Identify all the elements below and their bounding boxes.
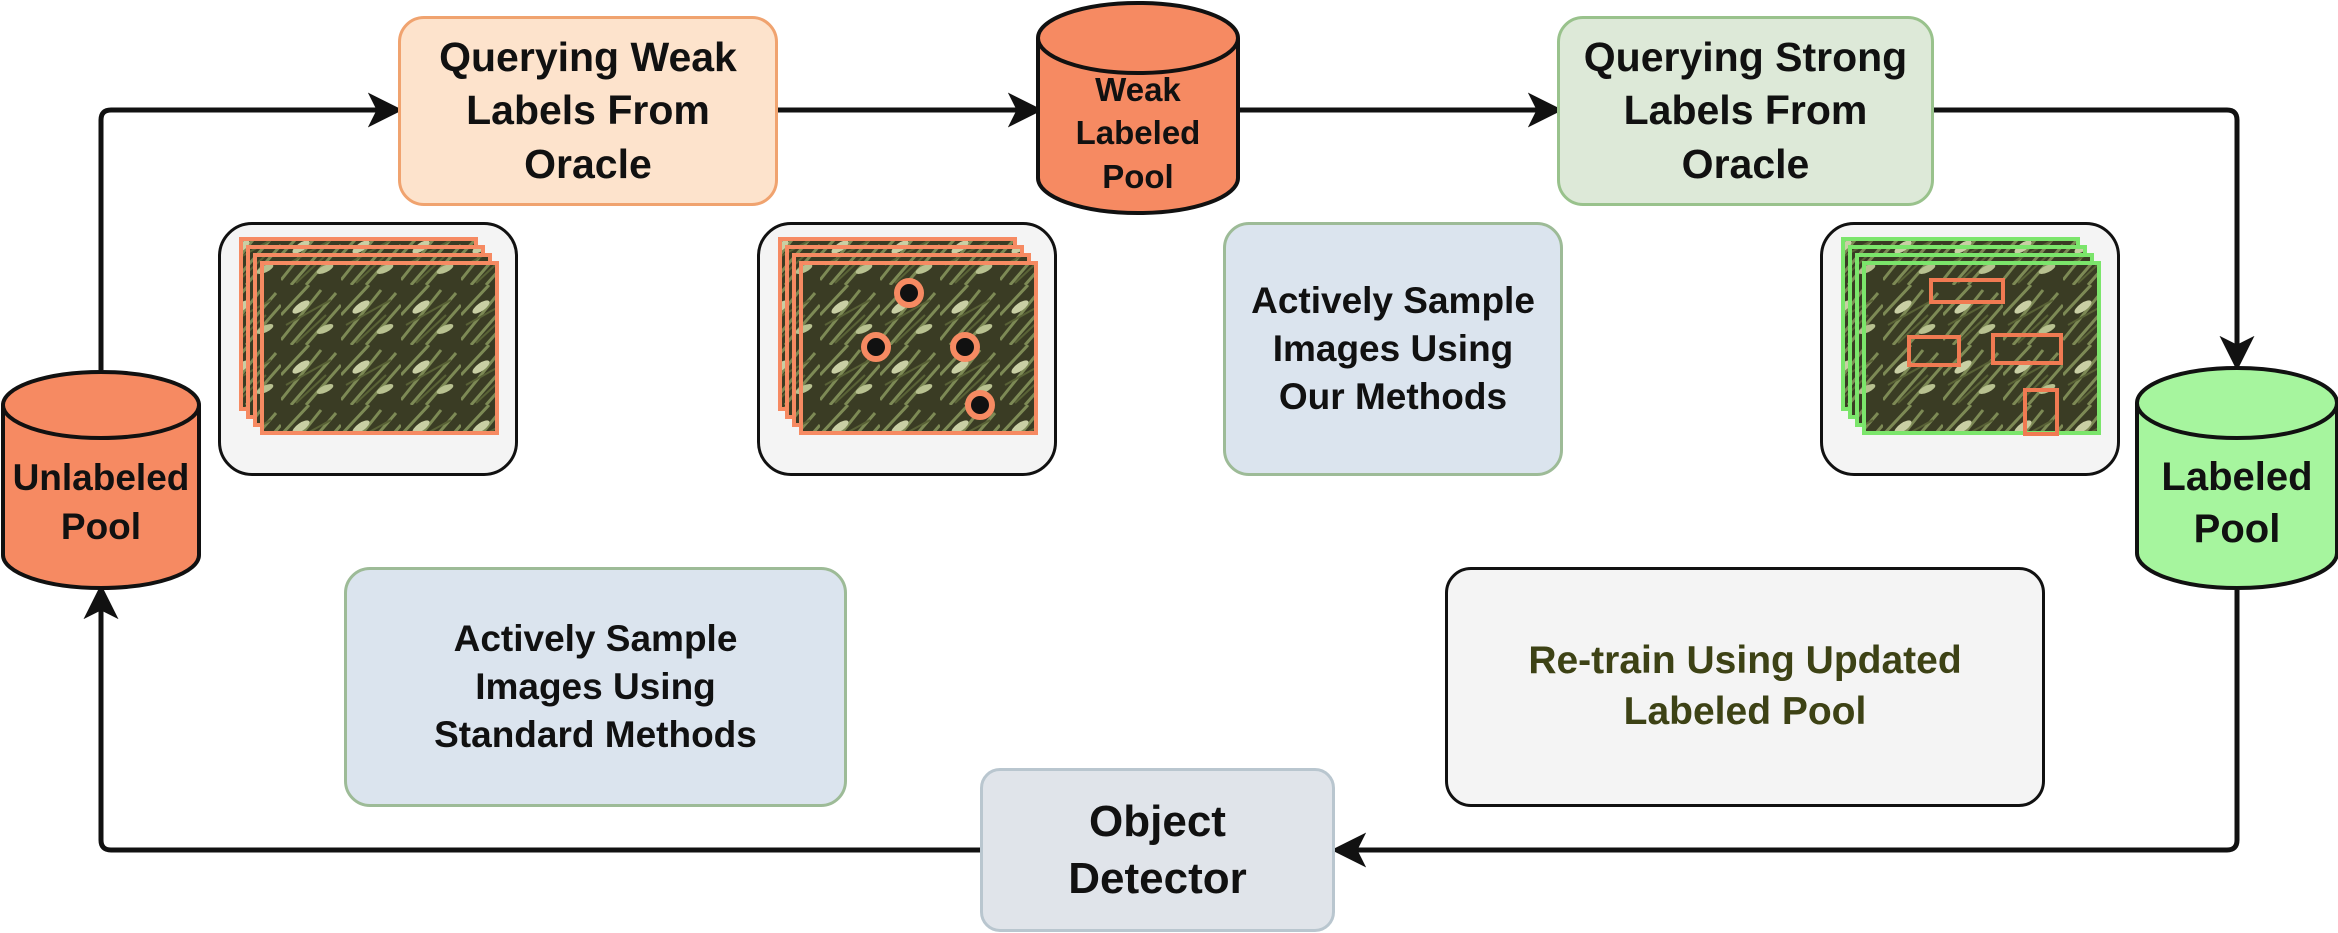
labeled-pool-label: Labeled Pool (2137, 440, 2337, 565)
image-stack-with-boxes (1841, 237, 2101, 436)
weak-labeled-pool-text: Weak Labeled Pool (1075, 70, 1201, 195)
query-strong-labels-box: Querying Strong Labels From Oracle (1557, 16, 1934, 206)
image-stack (239, 237, 499, 435)
query-strong-labels-text: Querying Strong Labels From Oracle (1583, 34, 1908, 187)
arrow-detector-to-unlabeled (83, 584, 980, 853)
weak-labeled-pool-label: Weak Labeled Pool (1038, 68, 1238, 198)
labeled-images-thumbnail (1820, 222, 2120, 476)
unlabeled-images-thumbnail (218, 222, 518, 476)
retrain-box: Re-train Using Updated Labeled Pool (1445, 567, 2045, 807)
arrow-query-strong-to-labeled (1933, 107, 2255, 371)
unlabeled-pool-text: Unlabeled Pool (12, 457, 190, 547)
object-detector-box: Object Detector (980, 768, 1335, 932)
weak-point-labels (861, 278, 995, 420)
weak-labeled-images-thumbnail (757, 222, 1057, 476)
query-weak-labels-text: Querying Weak Labels From Oracle (439, 34, 737, 187)
sample-standard-methods-text: Actively Sample Images Using Standard Me… (434, 617, 757, 756)
sample-our-methods-box: Actively Sample Images Using Our Methods (1223, 222, 1563, 476)
sample-standard-methods-box: Actively Sample Images Using Standard Me… (344, 567, 847, 807)
sample-our-methods-text: Actively Sample Images Using Our Methods (1251, 279, 1535, 418)
flow-connectors (83, 92, 2255, 868)
weak-labeled-pool-cylinder (1036, 1, 1240, 215)
labeled-pool-text: Labeled Pool (2161, 454, 2313, 551)
retrain-text: Re-train Using Updated Labeled Pool (1528, 639, 1962, 733)
strong-box-labels (1907, 278, 2063, 436)
arrow-labeled-to-detector (1331, 590, 2240, 868)
labeled-pool-cylinder (2135, 366, 2338, 590)
arrow-unlabeled-to-query-weak (98, 92, 403, 370)
unlabeled-pool-cylinder (1, 370, 201, 590)
object-detector-text: Object Detector (1068, 796, 1247, 903)
query-weak-labels-box: Querying Weak Labels From Oracle (398, 16, 778, 206)
image-stack-with-points (778, 237, 1038, 435)
unlabeled-pool-label: Unlabeled Pool (3, 440, 199, 565)
